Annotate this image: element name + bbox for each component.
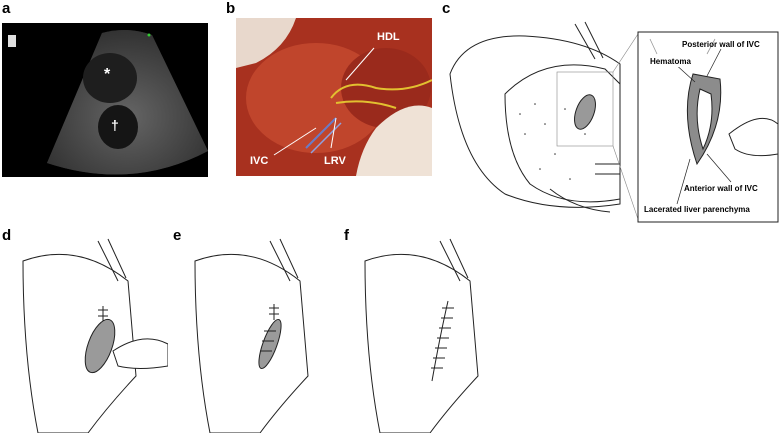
panel-letter-a: a xyxy=(2,0,11,17)
panel-letter-e: e xyxy=(173,227,182,244)
liver-illustration: Posterior wall of IVC Hematoma Anterior … xyxy=(445,14,779,224)
repair-step-d xyxy=(18,236,168,433)
hdl-label: HDL xyxy=(377,31,400,43)
repair-step-f-graphic xyxy=(364,238,479,433)
lacerated-liver-label: Lacerated liver parenchyma xyxy=(644,205,750,214)
surgical-photo: HDL IVC LRV xyxy=(236,18,432,176)
ultrasound-image: * † xyxy=(2,23,208,177)
surgical-photo-graphic xyxy=(236,18,432,176)
repair-step-f xyxy=(360,236,510,433)
panel-letter-f: f xyxy=(344,227,349,244)
liver-illustration-graphic xyxy=(449,21,779,223)
lrv-label: LRV xyxy=(324,155,346,167)
anterior-wall-label: Anterior wall of IVC xyxy=(684,184,758,193)
repair-step-e xyxy=(190,236,340,433)
ultrasound-graphic xyxy=(8,29,208,175)
posterior-wall-label: Posterior wall of IVC xyxy=(682,40,760,49)
ivc-label: IVC xyxy=(250,155,269,167)
panel-letter-c: c xyxy=(442,0,451,17)
hematoma-label: Hematoma xyxy=(648,57,693,67)
panel-letter-d: d xyxy=(2,227,12,244)
asterisk-mark: * xyxy=(104,66,111,83)
panel-letter-b: b xyxy=(226,0,236,17)
dagger-mark: † xyxy=(111,117,119,133)
repair-step-d-graphic xyxy=(22,238,168,433)
repair-step-e-graphic xyxy=(194,238,309,433)
